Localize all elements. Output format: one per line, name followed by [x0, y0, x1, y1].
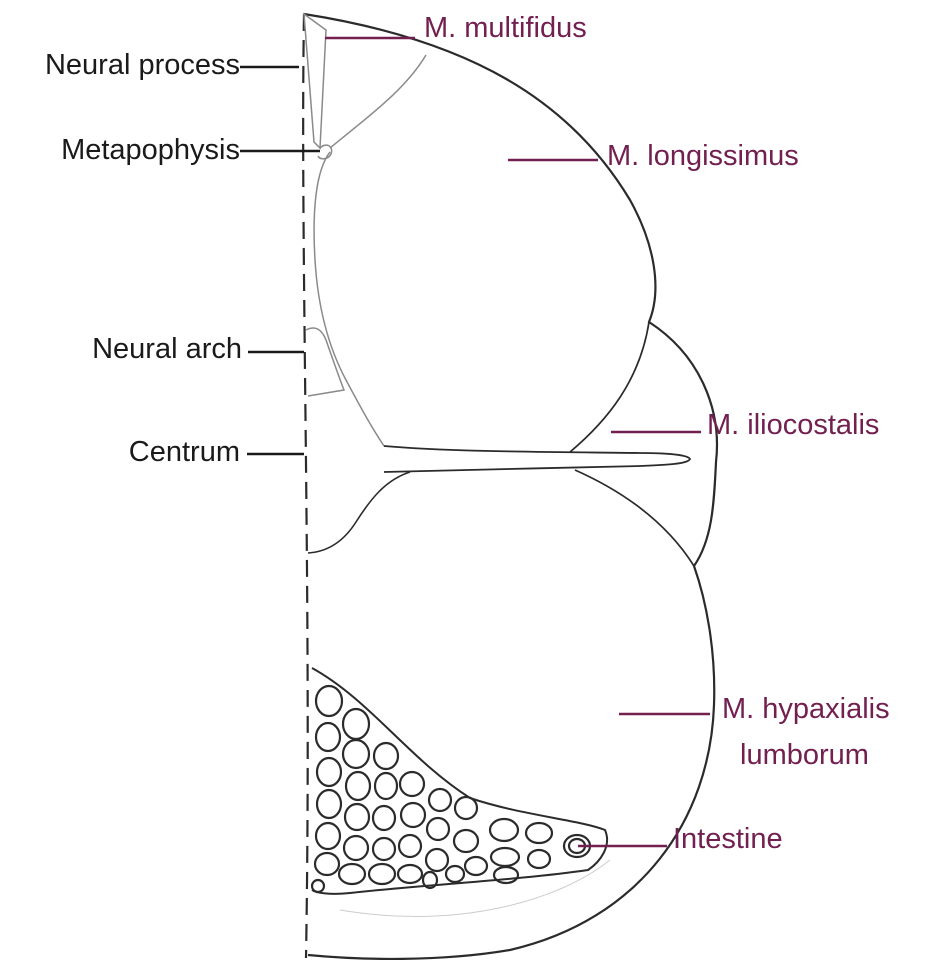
intestine-loop [375, 773, 397, 799]
intestine-loop [345, 804, 369, 830]
transverse-septum [384, 446, 690, 472]
intestine-loop [401, 803, 425, 827]
intestine-loop [400, 772, 424, 796]
neural-process-outline [304, 14, 326, 148]
intestine-loop [455, 797, 477, 819]
intestine-loop [491, 848, 519, 866]
label-intestine: Intestine [673, 822, 783, 856]
intestine-loop [528, 850, 550, 868]
centrum-outline [308, 472, 410, 553]
intestine-loop [374, 743, 398, 769]
midline-dashed [303, 14, 308, 958]
label-m-longissimus: M. longissimus [607, 139, 799, 173]
intestine-loop [312, 880, 324, 892]
intestine-loop [526, 823, 552, 843]
intestine-loop [427, 818, 449, 840]
intestine-loop [429, 789, 451, 811]
intestine-loop [373, 838, 395, 860]
intestine-loop [373, 806, 395, 830]
intestine-loop [317, 758, 341, 786]
intestine-loop [399, 835, 421, 857]
intestine-loop [343, 740, 369, 768]
intestine-loop [454, 830, 478, 852]
intestine-loop [426, 849, 448, 871]
label-neural-arch: Neural arch [92, 332, 242, 366]
intestine-loop [317, 790, 341, 818]
label-m-hypaxialis-line2: lumborum [720, 732, 890, 778]
intestine-loop [490, 819, 518, 841]
label-m-multifidus: M. multifidus [424, 11, 587, 45]
faint-guide-line [340, 860, 610, 916]
intestine-loop [346, 772, 370, 800]
intestine-loop [344, 836, 368, 860]
intestine-loop [339, 864, 365, 884]
iliocostalis-lower-septum [575, 470, 694, 566]
longissimus-medial-border [314, 152, 384, 446]
intestine-loop [494, 867, 518, 883]
intestine-loop [398, 865, 422, 883]
multifidus-septum [330, 55, 426, 148]
intestine-loop [316, 686, 342, 716]
intestine-loop [343, 709, 369, 739]
label-m-hypaxialis-line1: M. hypaxialis [720, 686, 890, 732]
intestine-loop [369, 864, 395, 884]
label-neural-process: Neural process [45, 48, 240, 82]
intestine-loop [316, 723, 340, 751]
intestine-loop [446, 866, 464, 882]
label-centrum: Centrum [129, 435, 240, 469]
intestine-loop [465, 857, 487, 875]
label-metapophysis: Metapophysis [61, 133, 240, 167]
neural-arch-outline [306, 328, 344, 396]
label-m-hypaxialis: M. hypaxialis lumborum [720, 686, 890, 778]
label-m-iliocostalis: M. iliocostalis [707, 408, 879, 442]
intestine-loops [312, 686, 590, 892]
intestine-loop [315, 853, 339, 875]
intestine-loop [316, 823, 340, 849]
